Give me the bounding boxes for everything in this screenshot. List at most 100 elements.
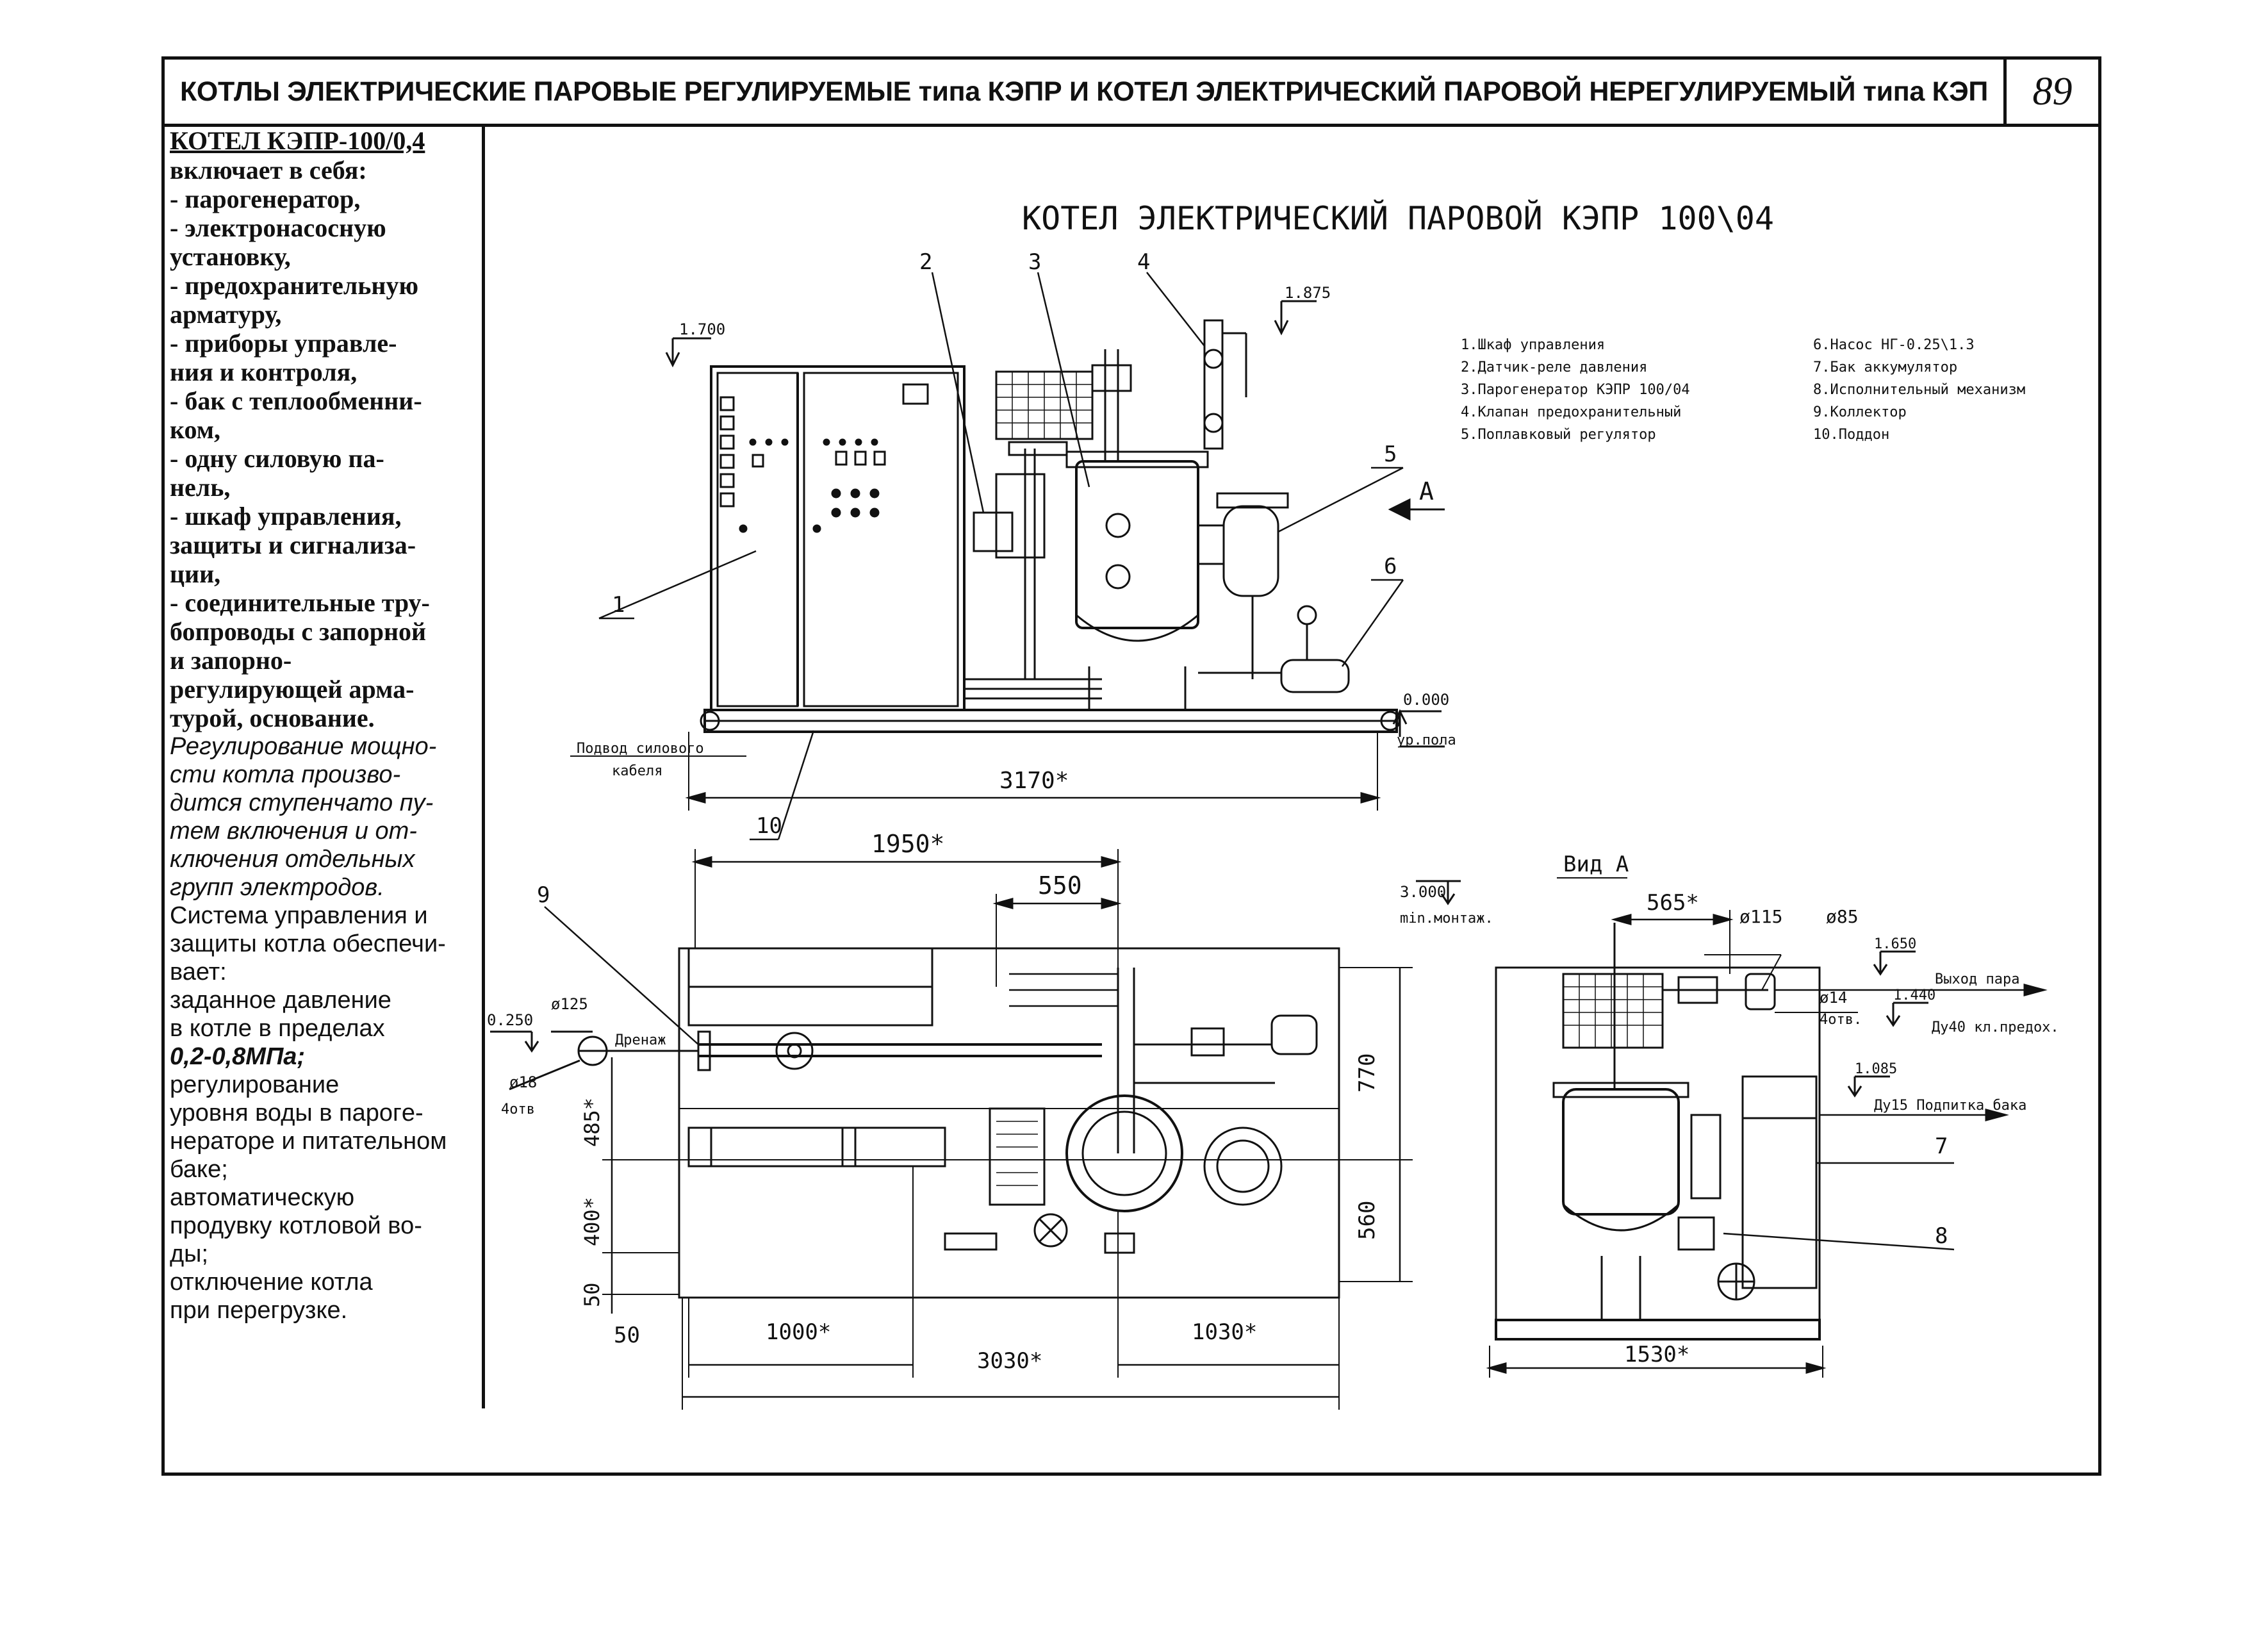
description-line: заданное давление [170, 987, 391, 1014]
safety-valve [1203, 319, 1224, 450]
level-1650: 1.650 [1874, 936, 1916, 952]
holes-4: 4отв [501, 1101, 535, 1118]
dim-1530: 1530* [1624, 1342, 1689, 1367]
level-3000: 3.000 [1400, 883, 1446, 901]
dim-550: 550 [1038, 871, 1082, 900]
description-line: вает: [170, 959, 227, 986]
description-line: продувку котловой во- [170, 1212, 422, 1239]
callout-9: 9 [537, 882, 550, 908]
legend-item: 5.Поплавковый регулятор [1461, 427, 1656, 443]
drawing-title: КОТЕЛ ЭЛЕКТРИЧЕСКИЙ ПАРОВОЙ КЭПР 100\04 [1022, 199, 1774, 237]
dim-400: 400* [580, 1197, 604, 1246]
phi-125: ø125 [551, 995, 588, 1013]
description-line: баке; [170, 1156, 228, 1183]
description-line: регулирование [170, 1071, 340, 1098]
control-cabinet [710, 365, 966, 711]
legend-left: 1.Шкаф управления 2.Датчик-реле давления… [1461, 337, 1690, 443]
description-line: арматуру, [170, 300, 282, 329]
callout-5: 5 [1384, 441, 1397, 467]
description-line: - одну силовую па- [170, 444, 384, 473]
accumulator-tank [1741, 1075, 1818, 1289]
floor-level-label: ур.пола [1397, 732, 1456, 748]
page-number-cell: 89 [2003, 60, 2098, 127]
description-line: при перегрузке. [170, 1297, 348, 1324]
page-number: 89 [2032, 70, 2073, 113]
side-frame [1495, 966, 1821, 1341]
front-view [570, 272, 1445, 841]
steam-outlet-label: Выход пара [1935, 971, 2019, 987]
description-line: нель, [170, 473, 231, 502]
description-line: ком, [170, 415, 221, 444]
phi-14: ø14 [1820, 989, 1847, 1007]
power-feed-label: Подвод силового [577, 741, 704, 757]
level-0000: 0.000 [1403, 691, 1449, 709]
callout-8: 8 [1935, 1223, 1948, 1249]
description-line: ды; [170, 1241, 209, 1267]
legend-item: 10.Поддон [1813, 427, 1889, 443]
legend-item: 3.Парогенератор КЭПР 100/04 [1461, 382, 1690, 398]
description-line: автоматическую [170, 1184, 355, 1211]
float-regulator [1222, 505, 1279, 597]
steam-generator [1075, 460, 1199, 629]
description-line: - приборы управле- [170, 329, 397, 358]
description-line: уровня воды в парогe- [170, 1100, 423, 1126]
pressure-switch [995, 473, 1046, 559]
actuator [1677, 1216, 1715, 1251]
description-line: 0,2-0,8МПа; [170, 1043, 306, 1070]
description-line: дится ступенчато пу- [170, 789, 434, 816]
description-line: бопроводы с запорной [170, 617, 427, 646]
callout-3: 3 [1028, 249, 1041, 275]
dim-560: 560 [1354, 1201, 1380, 1240]
dim-1950: 1950* [871, 830, 944, 858]
description-line: турой, основание. [170, 704, 375, 732]
dim-1000: 1000* [766, 1319, 831, 1345]
callout-1: 1 [612, 592, 625, 618]
dim-3030: 3030* [977, 1348, 1042, 1374]
description-line: ции, [170, 559, 221, 588]
dim-565: 565* [1647, 890, 1699, 916]
legend-item: 9.Коллектор [1813, 404, 1907, 420]
phi-18: ø18 [509, 1073, 537, 1091]
view-a-title: Вид А [1563, 852, 1629, 877]
level-1700: 1.700 [679, 320, 725, 338]
description-line: - бак с теплообменни- [170, 386, 422, 415]
description-line: ключения отдельных [170, 846, 415, 873]
description-line: сти котла произво- [170, 761, 401, 788]
legend-item: 4.Клапан предохранительный [1461, 404, 1681, 420]
level-1440: 1.440 [1893, 987, 1935, 1003]
drain-label: Дренаж [615, 1032, 666, 1048]
description-line: Регулирование мощно- [170, 733, 437, 760]
dim-770: 770 [1354, 1053, 1380, 1093]
description-line: регулирующей арма- [170, 675, 415, 704]
dim-overall-length: 3170* [999, 768, 1069, 794]
description-line: Система управления и [170, 902, 428, 929]
callout-4: 4 [1137, 249, 1150, 275]
legend-item: 7.Бак аккумулятор [1813, 359, 1957, 375]
level-0250: 0.250 [487, 1011, 533, 1029]
description-title: КОТЕЛ КЭПР-100/0,4 [170, 126, 425, 155]
tank-feed-label: Ду15 Подпитка бака [1874, 1098, 2026, 1114]
view-arrow-label: А [1419, 477, 1434, 506]
callout-7: 7 [1935, 1134, 1948, 1159]
dim-50-horizontal: 50 [614, 1323, 640, 1348]
plan-view [490, 849, 1413, 1410]
callout-2: 2 [919, 249, 932, 275]
pump [1280, 659, 1350, 693]
legend-right: 6.Насос НГ-0.25\1.3 7.Бак аккумулятор 8.… [1813, 337, 2025, 443]
description-line: - парогенератор, [170, 185, 361, 213]
side-view-a [1416, 877, 2048, 1378]
description-line: установку, [170, 242, 291, 271]
description-line: ния и контроля, [170, 358, 357, 386]
power-feed-label-2: кабеля [612, 763, 662, 779]
description-line: - соединительные тру- [170, 588, 430, 617]
level-1875: 1.875 [1285, 284, 1331, 302]
drawing-sheet: КОТЛЫ ЭЛЕКТРИЧЕСКИЕ ПАРОВЫЕ РЕГУЛИРУЕМЫЕ… [161, 56, 2101, 1476]
phi-85: ø85 [1826, 906, 1859, 927]
callout-6: 6 [1384, 554, 1397, 579]
phi-115: ø115 [1739, 906, 1782, 927]
dim-485: 485* [580, 1098, 604, 1147]
legend-item: 2.Датчик-реле давления [1461, 359, 1647, 375]
description-line: в котле в пределах [170, 1015, 385, 1042]
sheet-title: КОТЛЫ ЭЛЕКТРИЧЕСКИЕ ПАРОВЫЕ РЕГУЛИРУЕМЫЕ… [179, 76, 1989, 107]
